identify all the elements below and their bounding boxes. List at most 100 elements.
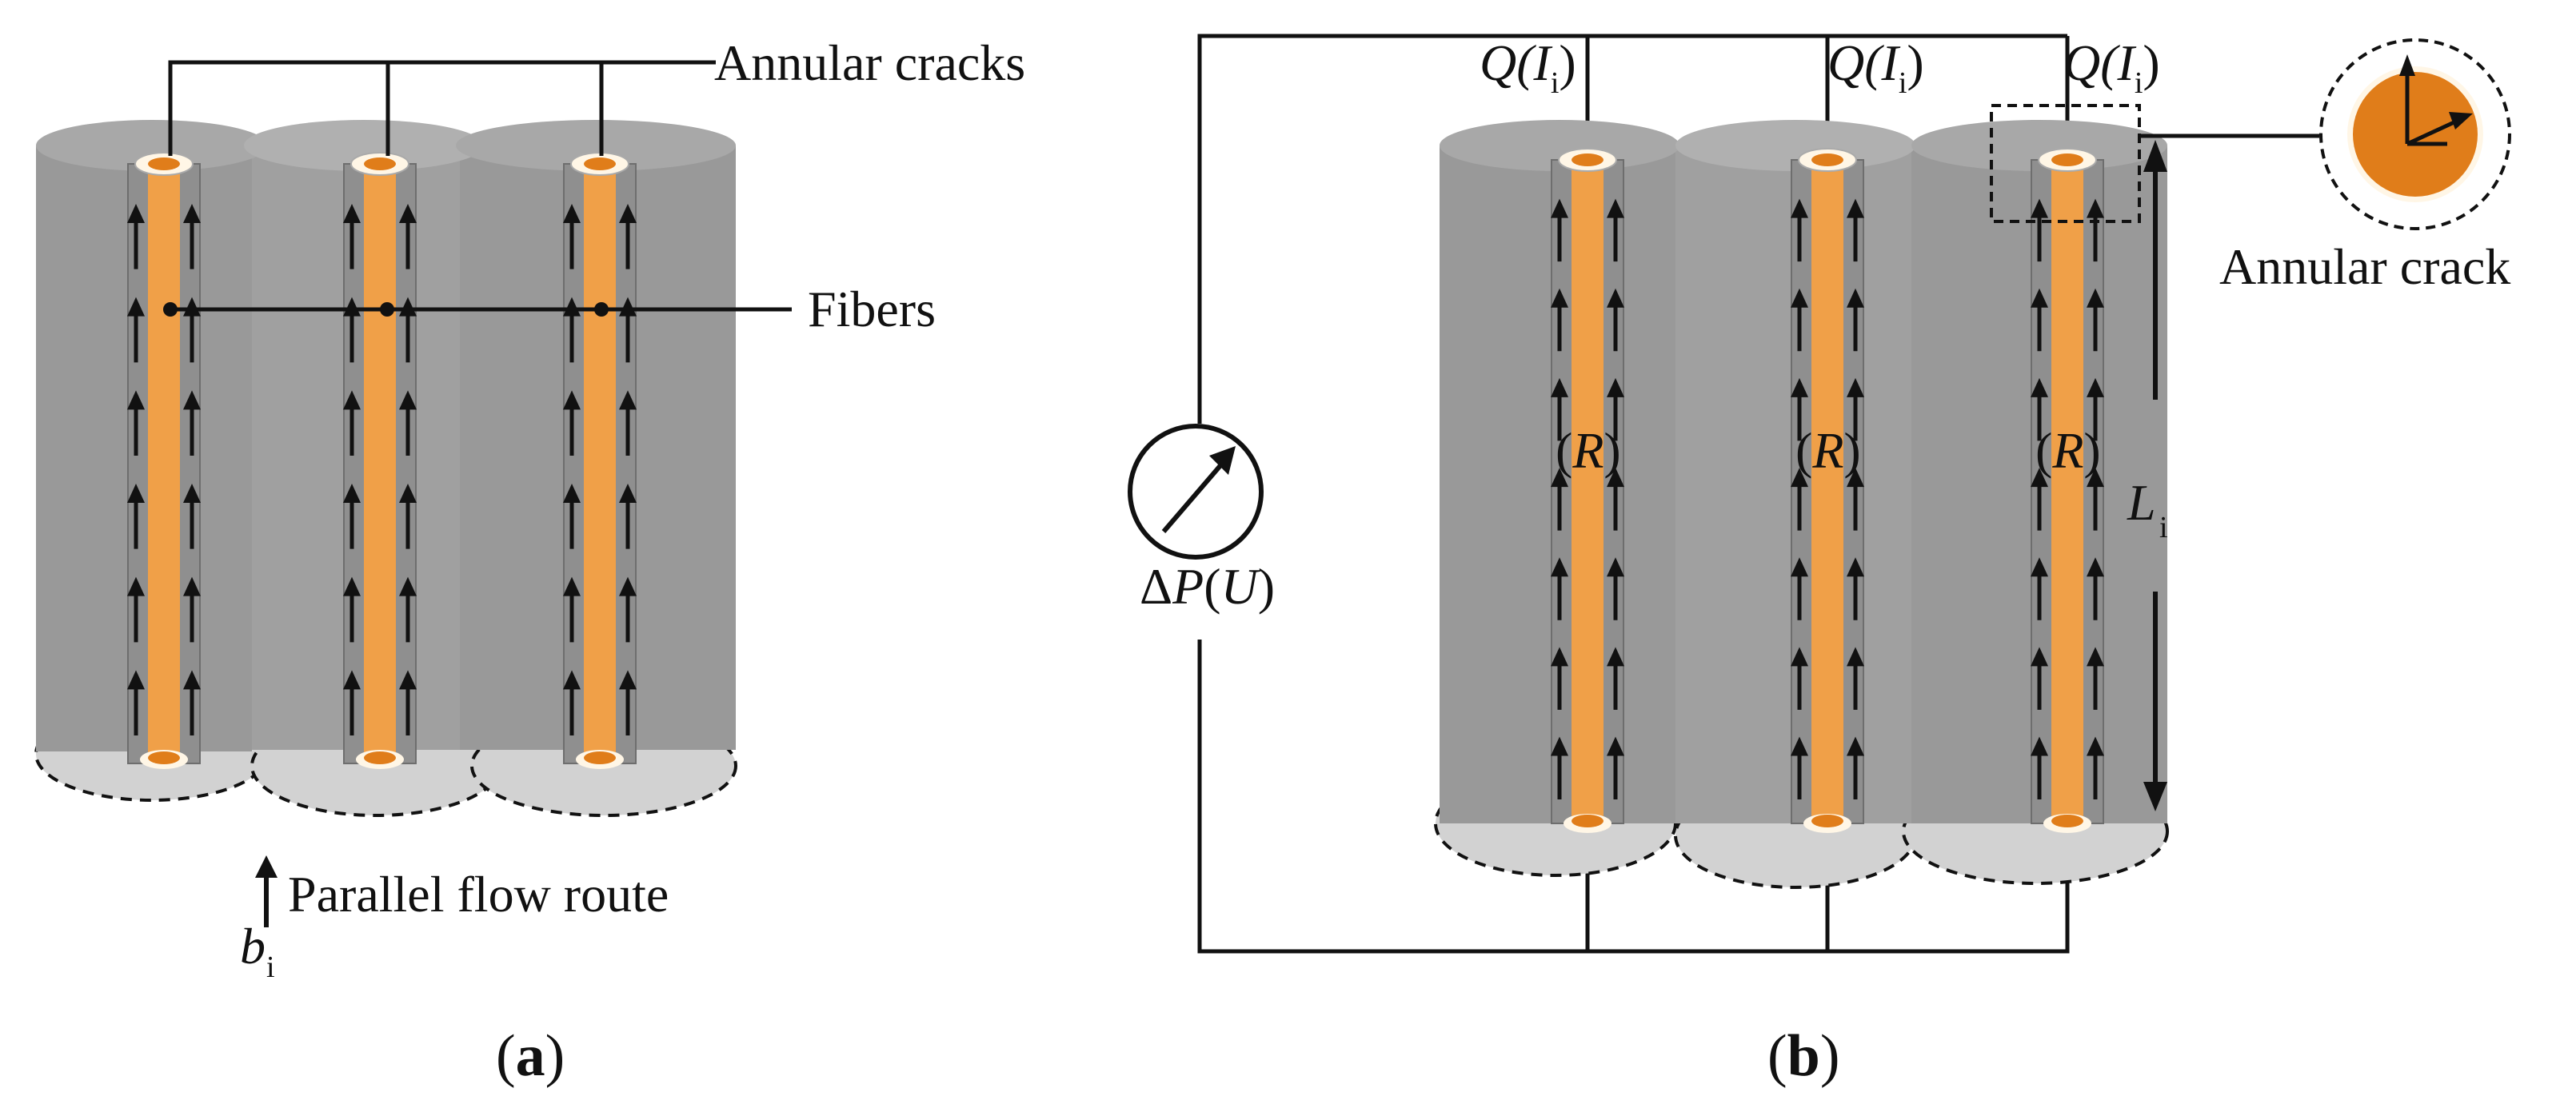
flow-arrow-a3-0-5 (563, 670, 581, 735)
flow-arrow-a1-0-0 (127, 204, 145, 269)
matrix-top-a2 (244, 120, 484, 171)
flow-label-2-close: ) (1907, 34, 1923, 91)
flow-arrow-b1-1-4 (1607, 557, 1624, 620)
flow-arrow-a1-0-1 (127, 297, 145, 363)
resistance-label-1-r: R (1572, 422, 1604, 479)
flow-arrow-b2-1-5 (1847, 647, 1864, 710)
flow-arrow-b3-0-1 (2031, 288, 2048, 352)
flow-arrow-a1-1-2 (183, 390, 201, 456)
flow-label-3-close: ) (2143, 34, 2159, 91)
flow-arrow-b2-0-6 (1791, 736, 1808, 799)
resistance-label-2-close: ) (1843, 422, 1860, 479)
flow-arrow-a1-1-4 (183, 576, 201, 643)
flow-arrow-b2-0-2 (1791, 377, 1808, 441)
flow-arrow-b3-0-6 (2031, 736, 2048, 799)
crack-inset (2319, 38, 2511, 230)
panel-b: ΔP(U) (1128, 34, 2511, 1089)
annular-cracks-label: Annular cracks (714, 34, 1025, 91)
pressure-gauge (1128, 424, 1264, 560)
fibers-label: Fibers (808, 281, 936, 337)
annular-crack-label: Annular crack (2219, 238, 2510, 295)
flow-arrow-a1-1-1 (183, 297, 201, 363)
panel-b-close: ) (1820, 1023, 1840, 1089)
flow-arrow-b3-1-2 (2087, 377, 2104, 441)
resistance-label-3-r: R (2051, 422, 2083, 479)
resistance-label-1: (R) (1556, 422, 1621, 479)
flow-arrow-a3-1-0 (619, 204, 637, 269)
flow-arrows-a (127, 204, 637, 735)
flow-arrow-b1-0-1 (1551, 288, 1568, 352)
pressure-p: P (1172, 558, 1204, 615)
flow-label-3-sub: i (2135, 66, 2143, 100)
fiber-a1 (127, 152, 201, 769)
flow-arrow-b3-0-2 (2031, 377, 2048, 441)
panel-a: Annular cracks Fibers Parallel flow rout… (34, 34, 1025, 1089)
fiber-b2 (1791, 148, 1864, 833)
resistance-label-2-r: R (1811, 422, 1843, 479)
length-indicator (2143, 140, 2167, 811)
fiber-a2 (343, 152, 417, 769)
resistance-label-3-open: ( (2035, 422, 2052, 479)
flow-route-label: Parallel flow route (288, 866, 669, 923)
length-subscript: i (2159, 511, 2168, 544)
flow-arrow-a2-1-3 (399, 484, 417, 549)
flow-arrow-b3-0-3 (2031, 468, 2048, 531)
resistance-label-2: (R) (1795, 422, 1861, 479)
flow-arrow-b3-0-5 (2031, 647, 2048, 710)
flow-arrow-a2-0-3 (343, 484, 361, 549)
flow-arrow-b2-0-3 (1791, 468, 1808, 531)
flow-arrow-b3-1-4 (2087, 557, 2104, 620)
flow-arrow-a2-1-5 (399, 670, 417, 735)
flow-arrow-b1-0-2 (1551, 377, 1568, 441)
flow-arrow-a3-0-1 (563, 297, 581, 363)
matrix-top-a1 (36, 120, 268, 171)
panel-b-label: (b) (1767, 1023, 1839, 1089)
flow-arrow-b1-0-3 (1551, 468, 1568, 531)
flow-route-legend-arrow (255, 855, 278, 927)
flow-arrow-a1-1-3 (183, 484, 201, 549)
flow-label-1-close: ) (1559, 34, 1576, 91)
circuit-wire (1197, 34, 2070, 954)
flow-arrow-a2-1-4 (399, 576, 417, 643)
panel-a-open: ( (496, 1023, 516, 1089)
flow-arrows-b (1551, 198, 2104, 799)
flow-arrow-a1-0-4 (127, 576, 145, 643)
flow-arrow-a3-1-4 (619, 576, 637, 643)
flow-arrow-a2-1-0 (399, 204, 417, 269)
matrix-top-a3 (456, 120, 736, 171)
flow-arrow-a1-1-5 (183, 670, 201, 735)
fiber-b3 (2031, 148, 2104, 833)
matrix-top-b1 (1440, 120, 1679, 171)
flow-arrow-b2-1-2 (1847, 377, 1864, 441)
flow-arrow-b1-1-1 (1607, 288, 1624, 352)
flow-arrow-b2-0-5 (1791, 647, 1808, 710)
fibers-leader (163, 302, 792, 317)
pressure-open: ( (1204, 558, 1220, 615)
resistance-label-2-open: ( (1795, 422, 1812, 479)
flow-label-1-i: I (1533, 34, 1553, 91)
flow-arrow-a2-0-4 (343, 576, 361, 643)
flow-arrow-a2-1-1 (399, 297, 417, 363)
panel-b-letter: b (1787, 1023, 1820, 1089)
flow-arrow-b1-0-0 (1551, 198, 1568, 262)
flow-label-2-sub: i (1899, 66, 1907, 100)
flow-arrow-b2-1-0 (1847, 198, 1864, 262)
flow-label-3-i: I (2117, 34, 2137, 91)
panel-a-close: ) (545, 1023, 565, 1089)
flow-label-3-q: Q( (2063, 34, 2120, 91)
flow-arrow-a2-1-2 (399, 390, 417, 456)
flow-arrow-a2-0-2 (343, 390, 361, 456)
flow-label-1: Q(Ii) (1480, 34, 1576, 100)
flow-arrow-b1-1-5 (1607, 647, 1624, 710)
zoom-box (1990, 104, 2141, 223)
annular-cracks-leader (168, 60, 716, 156)
flow-arrow-b2-1-3 (1847, 468, 1864, 531)
resistance-label-1-open: ( (1556, 422, 1572, 479)
flow-arrow-a3-1-1 (619, 297, 637, 363)
flow-label-2-q: Q( (1827, 34, 1884, 91)
flow-arrow-a1-0-3 (127, 484, 145, 549)
flow-arrow-b2-1-1 (1847, 288, 1864, 352)
resistance-label-3-close: ) (2083, 422, 2100, 479)
flow-arrow-b1-0-5 (1551, 647, 1568, 710)
